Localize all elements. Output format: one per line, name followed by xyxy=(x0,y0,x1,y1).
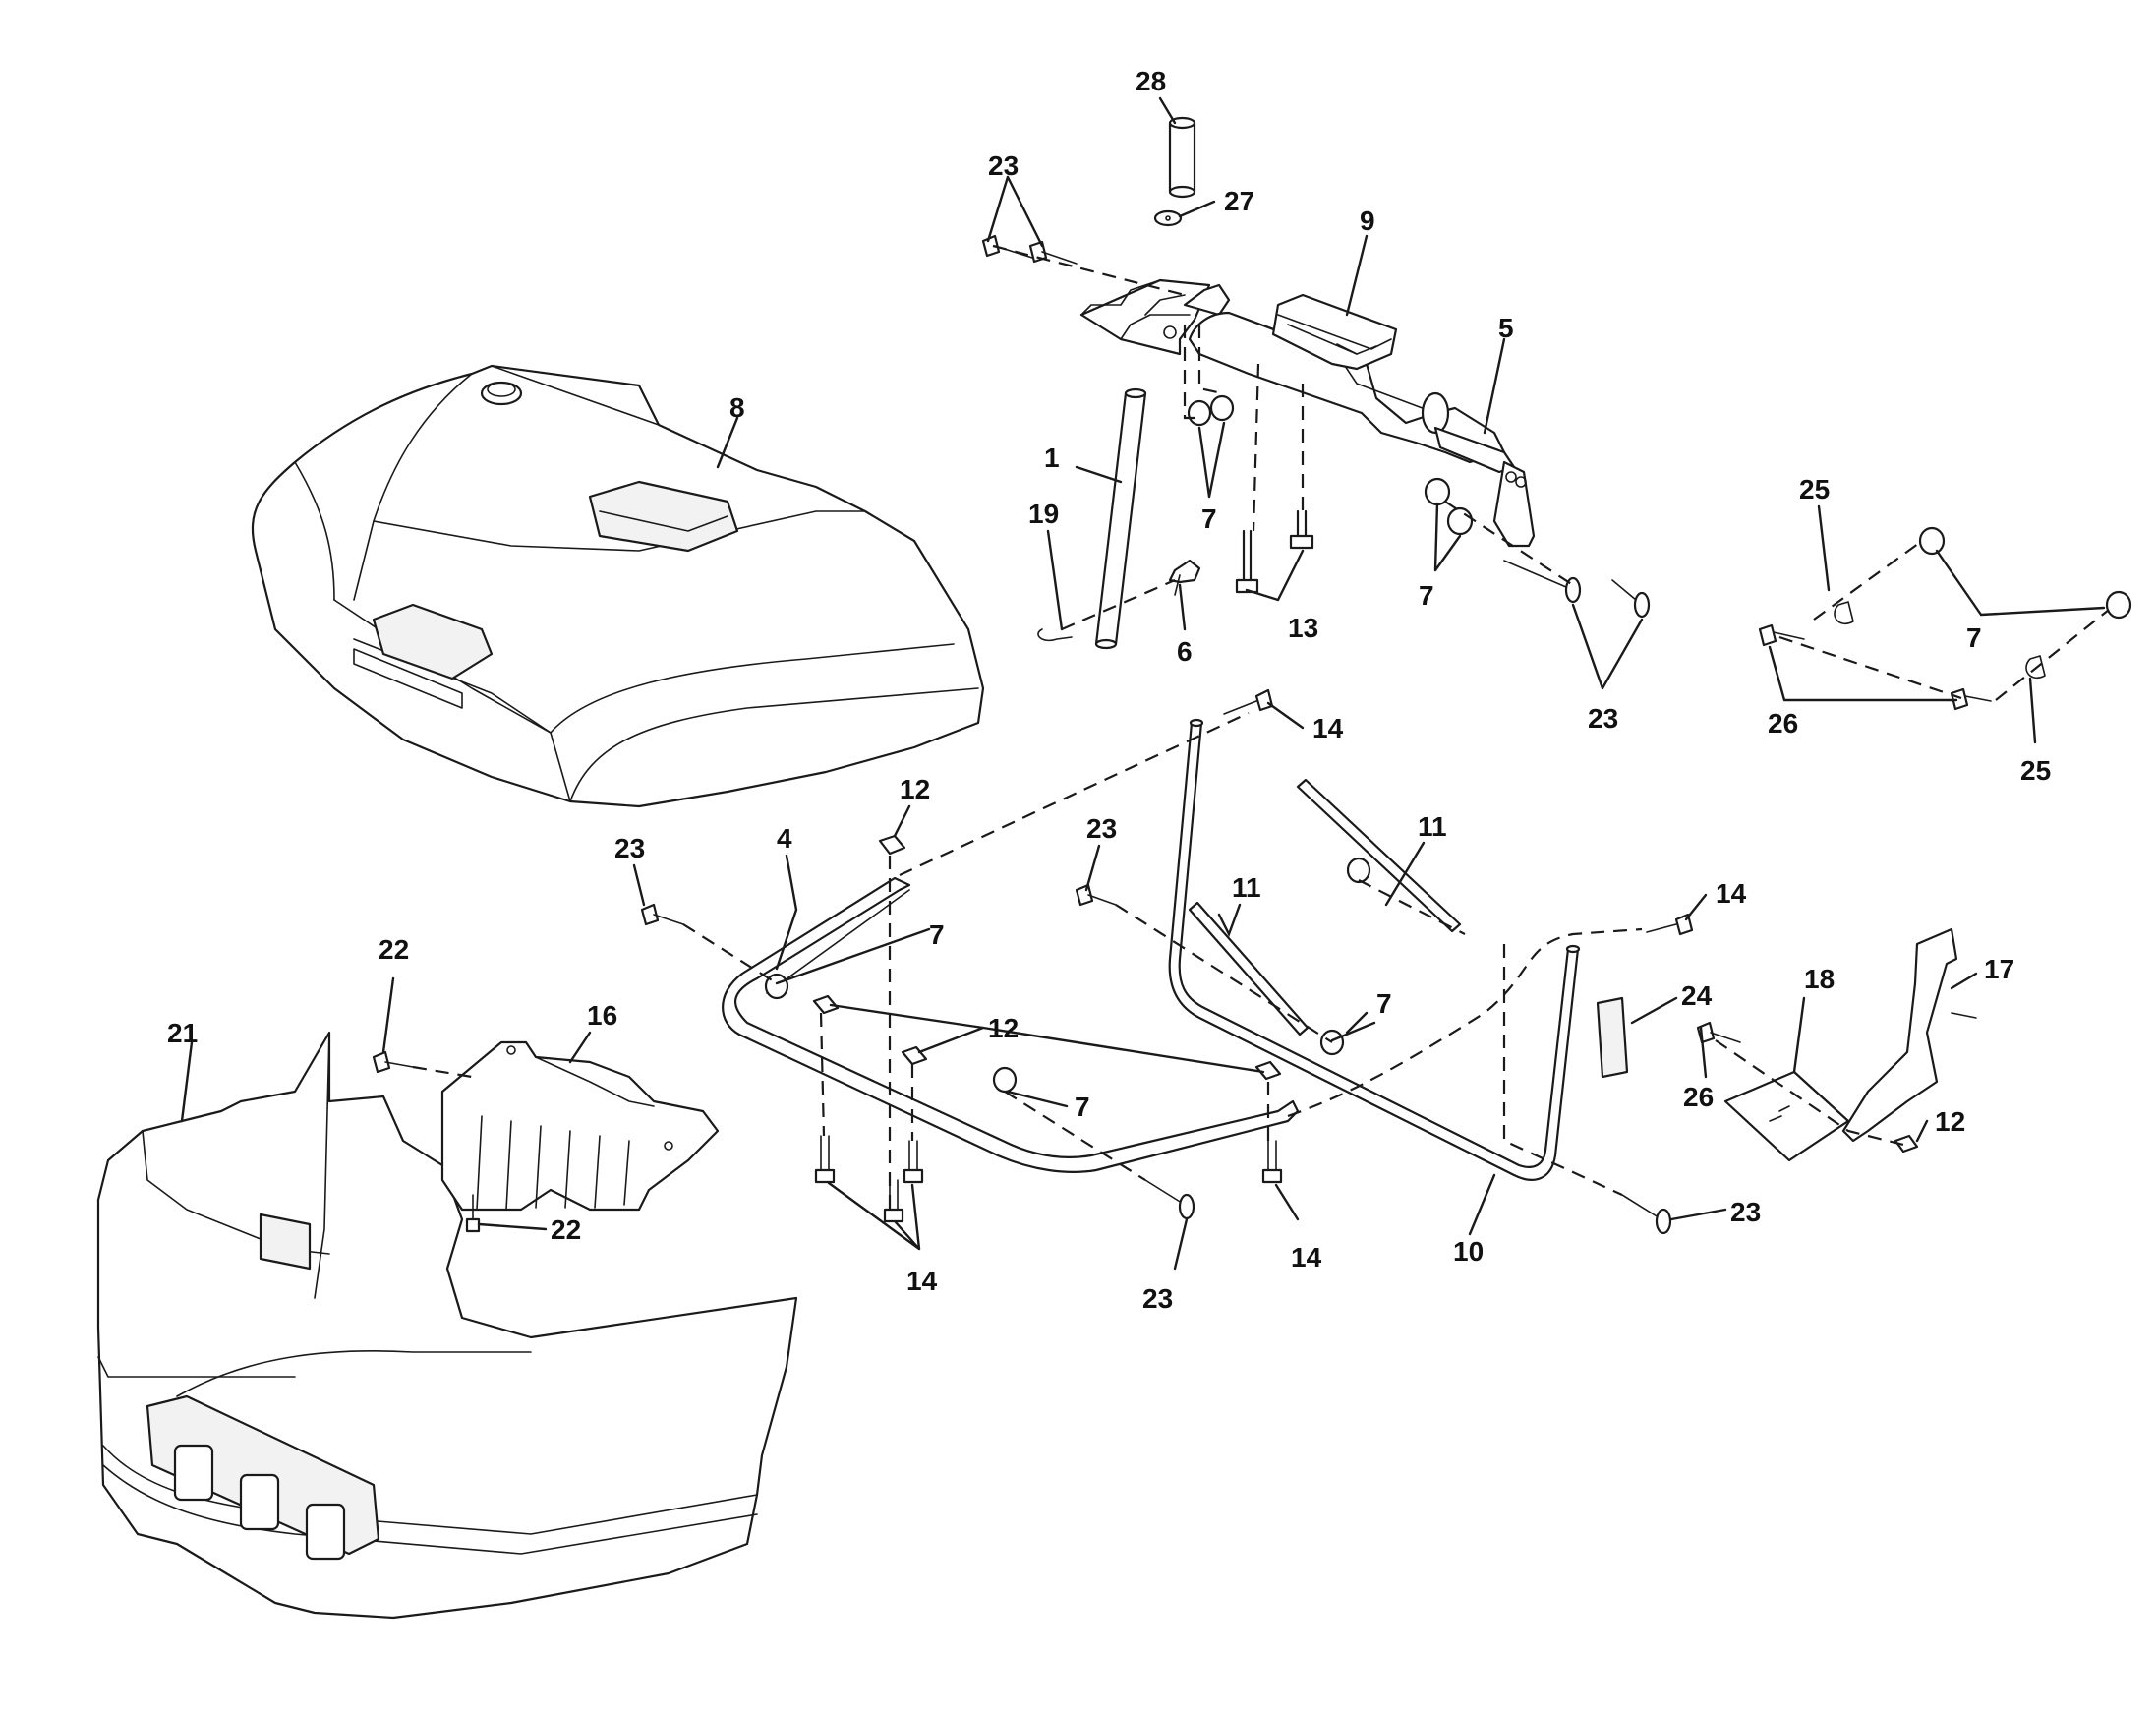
part-hardware-upper xyxy=(981,234,1651,642)
leader-lines xyxy=(180,96,2106,1271)
part-plates xyxy=(1596,927,1977,1162)
callout-12: 12 xyxy=(988,1013,1019,1043)
callout-14: 14 xyxy=(1716,878,1747,909)
callout-10: 10 xyxy=(1453,1236,1484,1267)
callout-6: 6 xyxy=(1177,636,1193,667)
part-handle-grip xyxy=(1271,293,1398,371)
callout-14: 14 xyxy=(906,1266,938,1296)
callout-7: 7 xyxy=(1201,503,1217,534)
callout-8: 8 xyxy=(729,392,745,423)
callout-7: 7 xyxy=(1376,988,1392,1019)
part-handle-sleeve xyxy=(1168,116,1196,199)
callout-26: 26 xyxy=(1683,1082,1714,1112)
part-support-rods xyxy=(1188,778,1462,1036)
part-post xyxy=(1094,387,1147,650)
callout-23: 23 xyxy=(614,833,645,863)
part-grass-bag xyxy=(96,1031,798,1620)
part-deflector xyxy=(440,1040,720,1212)
callout-22: 22 xyxy=(551,1214,581,1245)
part-pivot-bracket xyxy=(1079,278,1536,548)
callout-labels: 28 23 27 9 8 5 1 7 19 6 13 7 23 25 7 26 … xyxy=(167,66,2051,1314)
callout-14: 14 xyxy=(1312,713,1344,743)
callout-11: 11 xyxy=(1418,811,1447,842)
callout-16: 16 xyxy=(587,1000,617,1031)
callout-26: 26 xyxy=(1768,708,1798,739)
callout-7: 7 xyxy=(1419,580,1434,611)
callout-27: 27 xyxy=(1224,186,1254,216)
callout-23: 23 xyxy=(1730,1197,1761,1227)
callout-11: 11 xyxy=(1232,872,1261,903)
callout-7: 7 xyxy=(1966,622,1982,653)
callout-23: 23 xyxy=(1588,703,1618,734)
callout-19: 19 xyxy=(1028,499,1059,529)
callout-5: 5 xyxy=(1498,313,1514,343)
callout-21: 21 xyxy=(167,1018,198,1048)
callout-1: 1 xyxy=(1044,443,1060,473)
part-lower-frame xyxy=(722,876,1300,1173)
part-hood xyxy=(251,364,985,808)
callout-13: 13 xyxy=(1288,613,1318,643)
callout-14: 14 xyxy=(1291,1242,1322,1272)
part-hardware-right xyxy=(1758,526,2132,711)
callout-18: 18 xyxy=(1804,964,1835,994)
callout-12: 12 xyxy=(1935,1106,1965,1137)
callout-7: 7 xyxy=(1075,1092,1090,1122)
callout-23: 23 xyxy=(1086,813,1117,844)
callout-12: 12 xyxy=(900,774,930,804)
callout-4: 4 xyxy=(777,823,792,854)
callout-24: 24 xyxy=(1681,980,1713,1011)
part-washer xyxy=(1153,209,1183,227)
part-hardware-lower xyxy=(372,688,1919,1235)
callout-25: 25 xyxy=(2020,755,2051,786)
callout-22: 22 xyxy=(379,934,409,965)
callout-23: 23 xyxy=(1142,1283,1173,1314)
callout-25: 25 xyxy=(1799,474,1830,504)
callout-17: 17 xyxy=(1984,954,2014,984)
callout-9: 9 xyxy=(1360,206,1375,236)
alignment-lines xyxy=(412,244,2110,1210)
part-big-frame xyxy=(1168,718,1581,1181)
callout-28: 28 xyxy=(1136,66,1166,96)
callout-23: 23 xyxy=(988,150,1019,181)
callout-7: 7 xyxy=(929,919,945,950)
